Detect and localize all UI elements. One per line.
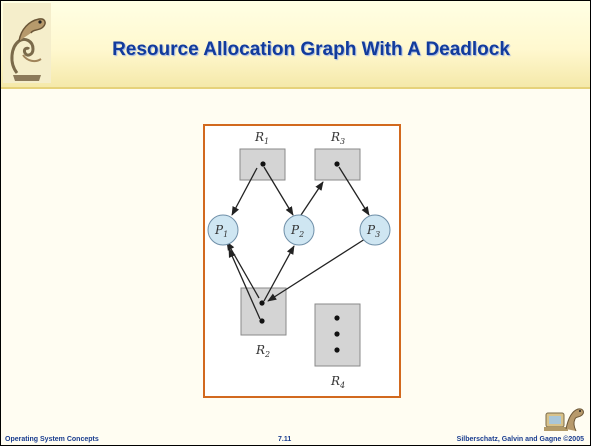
dinosaur-computer-icon: [544, 408, 584, 432]
diagram-frame: [203, 124, 401, 398]
resource-r2-box: [240, 287, 287, 336]
resource-r2-letter: R: [255, 343, 265, 357]
process-p1-node: [207, 214, 239, 246]
process-p1-subscript: 1: [223, 230, 228, 239]
edge-r2-to-p1: [228, 248, 261, 320]
r1-instance-dot: [260, 161, 266, 167]
process-p2-letter: P: [290, 223, 300, 237]
r3-instance-dot: [334, 161, 340, 167]
dinosaur-logo-icon: [3, 3, 51, 83]
resource-r3-letter: R: [330, 130, 340, 144]
r4-instance-dot: [334, 331, 340, 337]
edge-r1-to-p2: [263, 166, 294, 216]
edge-r3-to-p3: [338, 166, 370, 216]
r4-instance-dot: [334, 315, 340, 321]
resource-r3-label: R3: [330, 130, 345, 146]
process-p1-letter: P: [214, 223, 224, 237]
r4-instance-dot: [334, 347, 340, 353]
resource-r1-label: R1: [254, 130, 269, 146]
resource-r2-subscript: 2: [264, 350, 270, 359]
title-band: [1, 1, 590, 89]
resource-r2-label: R2: [255, 343, 270, 359]
edge-r2-to-p2: [263, 245, 295, 302]
edge-p2-to-r3: [300, 181, 324, 216]
slide-title: Resource Allocation Graph With A Deadloc…: [112, 39, 510, 60]
resource-r1-letter: R: [254, 130, 264, 144]
title-rule: [1, 87, 590, 89]
footer-copyright: Silberschatz, Galvin and Gagne ©2005: [456, 436, 584, 443]
edge-p3-to-r2: [267, 238, 366, 302]
process-p2-subscript: 2: [298, 230, 304, 239]
process-p3-subscript: 3: [375, 230, 380, 239]
r2-instance-dot: [259, 318, 265, 324]
footer-book-title: Operating System Concepts: [5, 436, 99, 443]
resource-r3-subscript: 3: [340, 137, 345, 146]
edge-r1-to-p1: [231, 167, 258, 216]
resource-r4-subscript: 4: [339, 381, 345, 390]
footer-page-number: 7.11: [278, 436, 292, 443]
resource-r4-label: R4: [330, 374, 345, 390]
process-p3-label: P3: [366, 223, 380, 239]
process-p3-node: [359, 214, 391, 246]
resource-r4-letter: R: [330, 374, 340, 388]
r2-instance-dot: [259, 300, 265, 306]
process-p1-label: P1: [214, 223, 228, 239]
process-p3-letter: P: [366, 223, 376, 237]
process-p2-label: P2: [290, 223, 304, 239]
resource-r1-subscript: 1: [264, 137, 269, 146]
process-p2-node: [283, 214, 315, 246]
